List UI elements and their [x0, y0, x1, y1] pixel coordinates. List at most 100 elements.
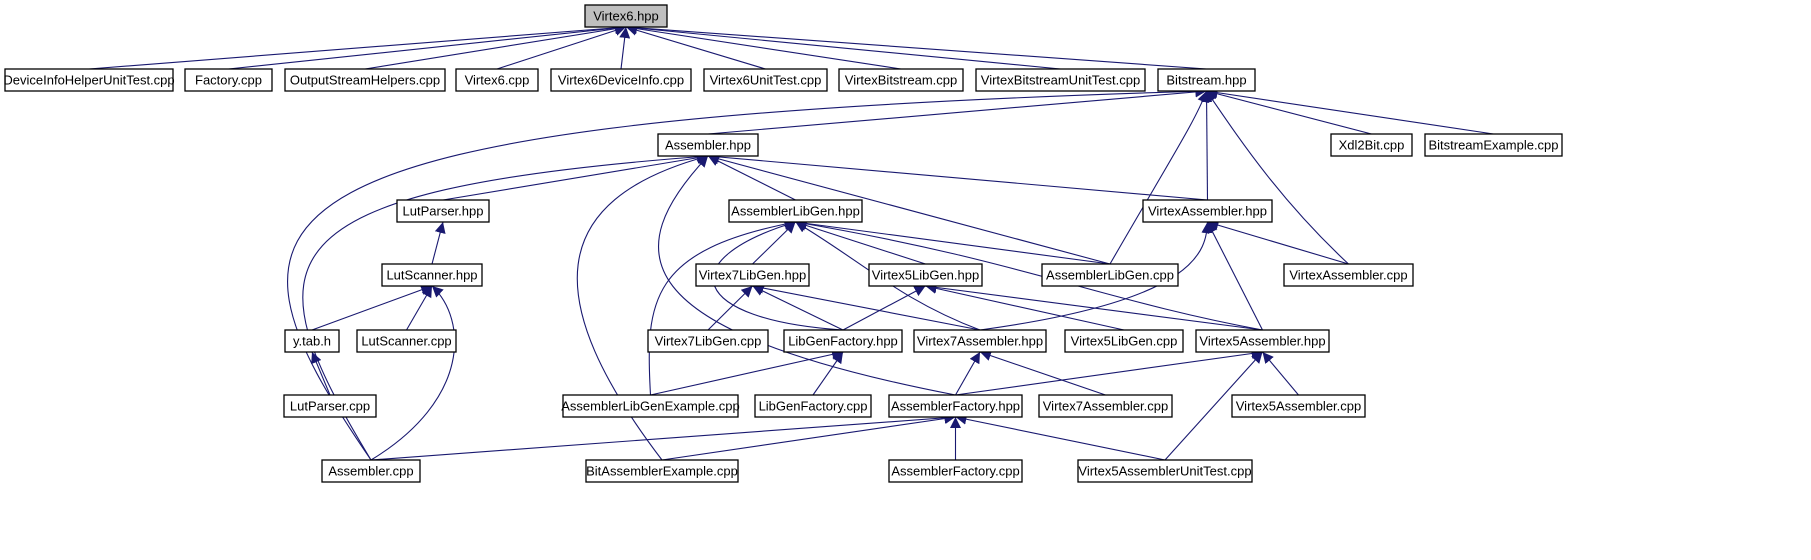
edge-assemblerlibgenhpp-to-assemblerhpp	[707, 155, 796, 201]
node-assemblercpp[interactable]: Assembler.cpp	[321, 459, 421, 483]
node-assemblerlibgencpp[interactable]: AssemblerLibGen.cpp	[1041, 263, 1179, 287]
node-box	[783, 329, 903, 353]
node-virtex5assemblertest[interactable]: Virtex5AssemblerUnitTest.cpp	[1077, 459, 1253, 483]
node-label: VirtexAssembler.cpp	[1289, 268, 1407, 283]
node-deviceinfotest[interactable]: DeviceInfoHelperUnitTest.cpp	[3, 68, 175, 92]
edge-virtexassemblercpp-to-bitstreamhpp	[1206, 90, 1349, 265]
node-label: OutputStreamHelpers.cpp	[290, 73, 440, 88]
node-virtex5libgencpp[interactable]: Virtex5LibGen.cpp	[1064, 329, 1184, 353]
node-virtex5libgenhpp[interactable]: Virtex5LibGen.hpp	[868, 263, 983, 287]
node-box	[1064, 329, 1184, 353]
node-label: Virtex7Assembler.cpp	[1043, 399, 1169, 414]
node-label: Virtex6.hpp	[593, 9, 659, 24]
node-box	[585, 459, 739, 483]
node-label: LibGenFactory.hpp	[788, 334, 898, 349]
node-box	[284, 68, 446, 92]
edge-virtex5assemblercpp-to-virtex5assemblerhpp	[1262, 351, 1299, 396]
node-box	[396, 199, 490, 223]
node-virtex7libgenhpp[interactable]: Virtex7LibGen.hpp	[695, 263, 810, 287]
node-assemblerfactorycpp[interactable]: AssemblerFactory.cpp	[888, 459, 1023, 483]
node-bitstreamexample[interactable]: BitstreamExample.cpp	[1424, 133, 1563, 157]
node-label: Virtex7LibGen.cpp	[655, 334, 762, 349]
node-assemblerlibgenhpp[interactable]: AssemblerLibGen.hpp	[728, 199, 863, 223]
node-assemblerlibgenexample[interactable]: AssemblerLibGenExample.cpp	[561, 394, 740, 418]
edge-virtex7assemblercpp-to-virtex7assemblerhpp	[979, 350, 1106, 396]
edge-assemblerfactoryhpp-to-virtex7assemblerhpp	[955, 351, 981, 396]
node-virtex5assemblercpp[interactable]: Virtex5Assembler.cpp	[1231, 394, 1366, 418]
edge-lutparsercpp-to-ytabh	[311, 351, 331, 396]
node-box	[1041, 263, 1179, 287]
node-virtex6hpp[interactable]: Virtex6.hpp	[584, 4, 668, 28]
node-label: y.tab.h	[293, 334, 331, 349]
node-label: Assembler.cpp	[328, 464, 413, 479]
node-libgenfactoryhpp[interactable]: LibGenFactory.hpp	[783, 329, 903, 353]
node-label: AssemblerFactory.hpp	[891, 399, 1020, 414]
node-box	[1038, 394, 1173, 418]
node-lutparsercpp[interactable]: LutParser.cpp	[283, 394, 377, 418]
node-virtex7assemblerhpp[interactable]: Virtex7Assembler.hpp	[913, 329, 1047, 353]
node-assemblerfactoryhpp[interactable]: AssemblerFactory.hpp	[888, 394, 1023, 418]
edge-virtex5libgenhpp-to-assemblerlibgenhpp	[795, 220, 926, 265]
node-factorycpp[interactable]: Factory.cpp	[184, 68, 273, 92]
node-libgenfactorycpp[interactable]: LibGenFactory.cpp	[754, 394, 872, 418]
edge-outputstream-to-virtex6hpp	[364, 23, 627, 70]
node-box	[1283, 263, 1414, 287]
node-outputstream[interactable]: OutputStreamHelpers.cpp	[284, 68, 446, 92]
node-label: VirtexBitstream.cpp	[845, 73, 957, 88]
node-box	[1077, 459, 1253, 483]
edge-bitstreamhpp-to-virtex6hpp	[625, 22, 1207, 70]
edge-lutscannerhpp-to-lutparserhpp	[431, 221, 446, 265]
edge-assemblerhpp-to-bitstreamhpp	[707, 86, 1207, 135]
edge-assemblerlibgencpp-to-assemblerlibgenhpp	[795, 218, 1111, 265]
node-label: Virtex7LibGen.hpp	[699, 268, 806, 283]
edge-virtexassemblercpp-to-virtexassemblerhpp	[1207, 219, 1349, 265]
node-box	[1231, 394, 1366, 418]
edge-virtex6unittest-to-virtex6hpp	[625, 24, 766, 70]
edge-assemblercpp-to-assemblerhpp	[302, 151, 709, 461]
node-bitstreamhpp[interactable]: Bitstream.hpp	[1157, 68, 1256, 92]
edge-libgenfactoryhpp-to-virtex5libgenhpp	[842, 285, 926, 331]
node-virtexassemblerhpp[interactable]: VirtexAssembler.hpp	[1142, 199, 1273, 223]
node-virtex6devinfo[interactable]: Virtex6DeviceInfo.cpp	[550, 68, 692, 92]
node-virtex7assemblercpp[interactable]: Virtex7Assembler.cpp	[1038, 394, 1173, 418]
node-box	[657, 133, 759, 157]
node-virtexbitstreamtest[interactable]: VirtexBitstreamUnitTest.cpp	[975, 68, 1146, 92]
node-lutparserhpp[interactable]: LutParser.hpp	[396, 199, 490, 223]
node-bitassemblerexample[interactable]: BitAssemblerExample.cpp	[585, 459, 739, 483]
node-virtexbitstreamcpp[interactable]: VirtexBitstream.cpp	[838, 68, 964, 92]
node-xdl2bit[interactable]: Xdl2Bit.cpp	[1330, 133, 1413, 157]
node-label: LutParser.hpp	[403, 204, 484, 219]
node-box	[647, 329, 769, 353]
edge-assemblerlibgenexample-to-assemblerlibgenhpp	[648, 218, 796, 396]
node-virtexassemblercpp[interactable]: VirtexAssembler.cpp	[1283, 263, 1414, 287]
node-ytabh[interactable]: y.tab.h	[284, 329, 340, 353]
node-label: Virtex6DeviceInfo.cpp	[558, 73, 684, 88]
node-lutscannerhpp[interactable]: LutScanner.hpp	[381, 263, 483, 287]
edge-libgenfactoryhpp-to-virtex7libgenhpp	[752, 285, 844, 331]
edge-assemblerfactoryhpp-to-virtex5assemblerhpp	[955, 348, 1263, 396]
edge-virtexassemblerhpp-to-bitstreamhpp	[1201, 90, 1213, 201]
node-box	[975, 68, 1146, 92]
node-label: Bitstream.hpp	[1166, 73, 1246, 88]
node-label: LibGenFactory.cpp	[759, 399, 868, 414]
node-assemblerhpp[interactable]: Assembler.hpp	[657, 133, 759, 157]
edge-assemblercpp-to-assemblerfactoryhpp	[370, 412, 956, 461]
node-label: VirtexAssembler.hpp	[1148, 204, 1267, 219]
edge-virtexassemblerhpp-to-assemblerhpp	[707, 151, 1208, 201]
edge-virtex5assemblertest-to-assemblerfactoryhpp	[955, 413, 1166, 461]
node-virtex7libgencpp[interactable]: Virtex7LibGen.cpp	[647, 329, 769, 353]
node-virtex5assemblerhpp[interactable]: Virtex5Assembler.hpp	[1195, 329, 1330, 353]
node-box	[1195, 329, 1330, 353]
node-box	[550, 68, 692, 92]
node-lutscannercpp[interactable]: LutScanner.cpp	[356, 329, 457, 353]
edge-virtex7assemblerhpp-to-virtex7libgenhpp	[752, 282, 981, 331]
node-box	[562, 394, 739, 418]
node-label: LutScanner.cpp	[361, 334, 451, 349]
edge-factorycpp-to-virtex6hpp	[228, 22, 627, 70]
node-virtex6cpp[interactable]: Virtex6.cpp	[455, 68, 539, 92]
node-box	[381, 263, 483, 287]
node-box	[728, 199, 863, 223]
node-virtex6unittest[interactable]: Virtex6UnitTest.cpp	[703, 68, 828, 92]
node-label: Virtex5LibGen.cpp	[1071, 334, 1178, 349]
